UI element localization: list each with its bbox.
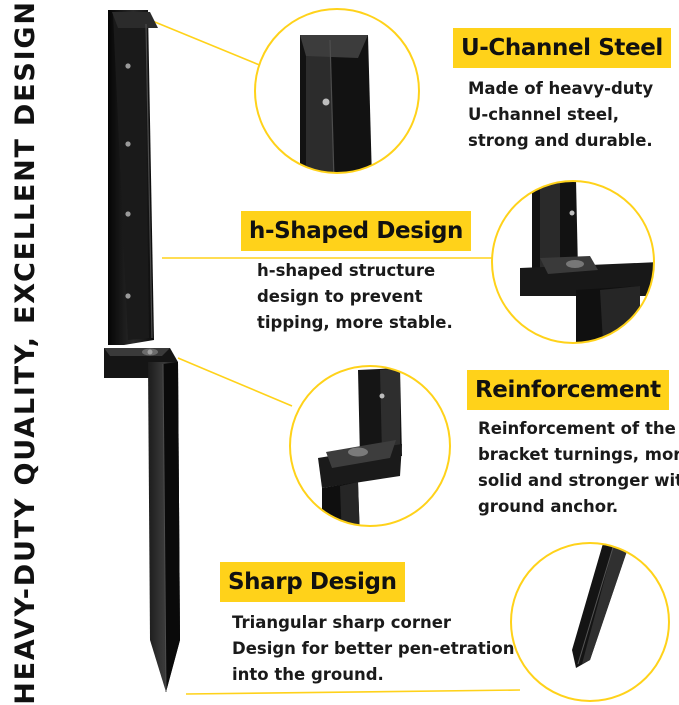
detail-h-shape-circle <box>491 180 655 344</box>
desc-line: tipping, more stable. <box>257 313 453 332</box>
feature-title-u-channel: U-Channel Steel <box>453 28 671 68</box>
desc-line: Design for better pen-etration <box>232 639 515 658</box>
feature-desc-h-shaped: h-shaped structure design to prevent tip… <box>257 258 453 336</box>
desc-line: h-shaped structure <box>257 261 436 280</box>
desc-line: Made of heavy-duty <box>468 79 654 98</box>
feature-desc-reinforcement: Reinforcement of the bracket turnings, m… <box>478 416 679 520</box>
detail-reinforcement-circle <box>289 365 451 527</box>
ground-stake-main <box>104 10 180 693</box>
desc-line: into the ground. <box>232 665 384 684</box>
desc-line: solid and stronger with <box>478 471 679 490</box>
side-title: HEAVY-DUTY QUALITY, EXCELLENT DESIGN <box>3 0 47 705</box>
feature-desc-u-channel: Made of heavy-duty U-channel steel, stro… <box>468 76 653 154</box>
detail-u-channel-circle <box>254 8 420 174</box>
leader-lines <box>149 19 521 695</box>
feature-desc-sharp: Triangular sharp corner Design for bette… <box>232 610 514 688</box>
side-title-text: HEAVY-DUTY QUALITY, EXCELLENT DESIGN <box>9 0 41 705</box>
desc-line: U-channel steel, <box>468 105 620 124</box>
feature-title-h-shaped: h-Shaped Design <box>241 211 472 251</box>
desc-line: design to prevent <box>257 287 423 306</box>
desc-line: Reinforcement of the <box>478 419 676 438</box>
detail-sharp-tip-circle <box>510 542 670 702</box>
desc-line: ground anchor. <box>478 497 619 516</box>
feature-title-sharp: Sharp Design <box>220 562 405 602</box>
desc-line: Triangular sharp corner <box>232 613 452 632</box>
desc-line: bracket turnings, more <box>478 445 679 464</box>
desc-line: strong and durable. <box>468 131 653 150</box>
feature-title-reinforcement: Reinforcement <box>467 370 669 410</box>
